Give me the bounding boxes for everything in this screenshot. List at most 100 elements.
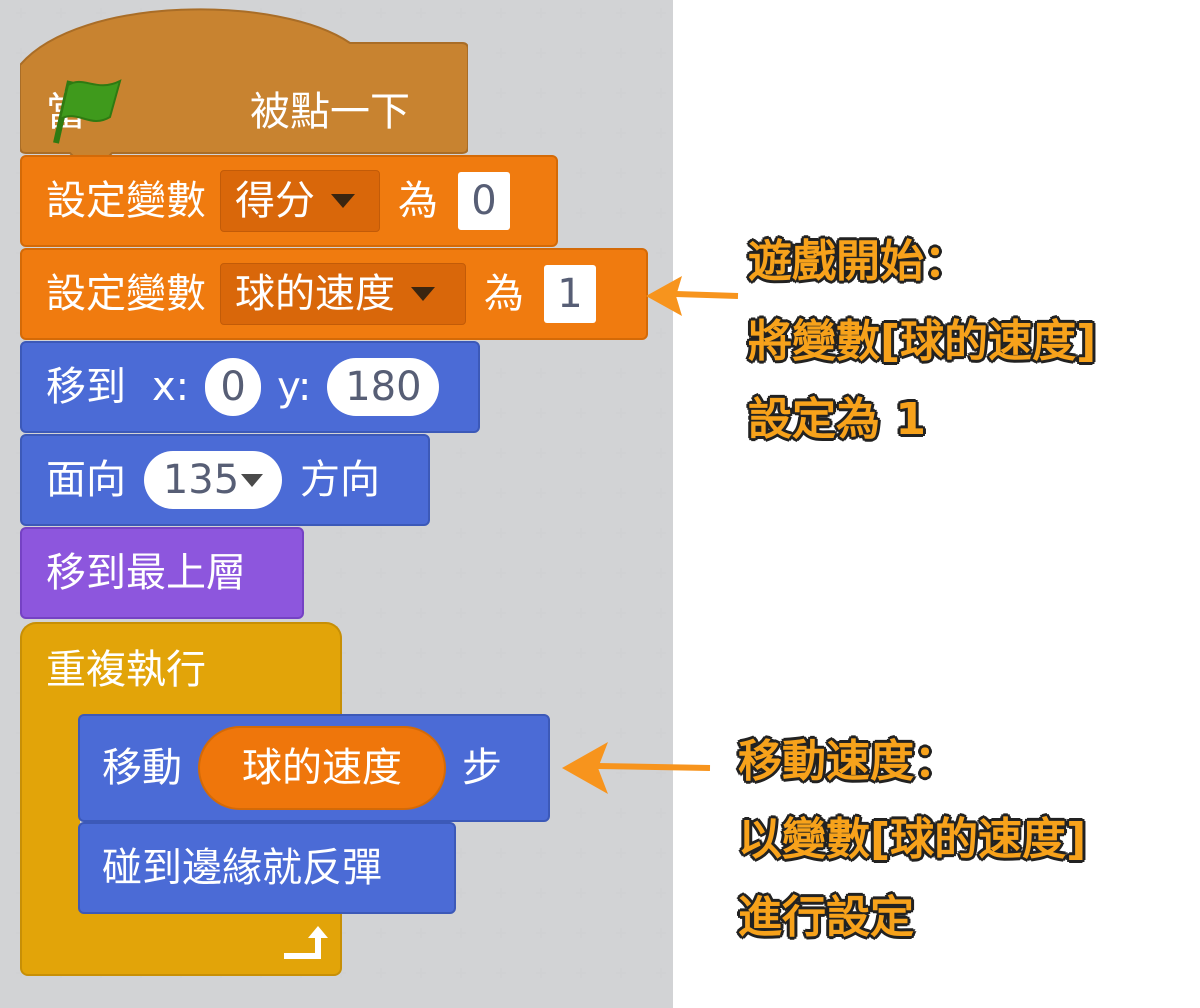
bounce-on-edge-block[interactable]: 碰到邊緣就反彈 [78, 822, 456, 914]
value-text: 1 [557, 271, 583, 317]
annotation-speed-line1: 移動速度： [738, 736, 958, 787]
x-input[interactable]: 0 [205, 358, 262, 416]
grid-plus [576, 808, 586, 818]
value-input[interactable]: 1 [544, 265, 596, 323]
grid-plus [576, 368, 586, 378]
grid-plus [376, 968, 386, 978]
grid-plus [656, 648, 666, 658]
annotation-start-line1: 遊戲開始： [748, 236, 968, 287]
green-flag-icon [53, 77, 222, 147]
grid-plus [616, 648, 626, 658]
grid-plus [616, 88, 626, 98]
grid-plus [536, 928, 546, 938]
grid-plus [656, 488, 666, 498]
point-in-direction-block[interactable]: 面向 135 方向 [20, 434, 430, 526]
grid-plus [496, 448, 506, 458]
grid-plus [656, 168, 666, 178]
grid-plus [656, 408, 666, 418]
grid-plus [496, 608, 506, 618]
grid-plus [616, 368, 626, 378]
grid-plus [656, 48, 666, 58]
forever-arm [20, 714, 80, 912]
y-input[interactable]: 180 [327, 358, 440, 416]
grid-plus [416, 968, 426, 978]
grid-plus [616, 808, 626, 818]
speed-variable-reporter[interactable]: 球的速度 [198, 726, 446, 810]
grid-plus [576, 688, 586, 698]
variable-dropdown-speed[interactable]: 球的速度 [220, 263, 466, 325]
grid-plus [336, 8, 346, 18]
forever-block[interactable]: 重複執行 [20, 622, 342, 716]
grid-plus [656, 368, 666, 378]
go-to-front-block[interactable]: 移到最上層 [20, 527, 304, 619]
grid-plus [656, 568, 666, 578]
grid-plus [656, 88, 666, 98]
grid-plus [616, 488, 626, 498]
grid-plus [376, 648, 386, 658]
annotation-start-line3: 設定為 1 [748, 394, 926, 445]
grid-plus [416, 608, 426, 618]
grid-plus [656, 768, 666, 778]
grid-plus [336, 568, 346, 578]
grid-plus [576, 728, 586, 738]
grid-plus [616, 688, 626, 698]
grid-plus [536, 88, 546, 98]
grid-plus [656, 528, 666, 538]
grid-plus [616, 568, 626, 578]
repeat-arrow-icon [284, 926, 328, 959]
variable-name: 球的速度 [235, 271, 395, 317]
grid-plus [56, 8, 66, 18]
grid-plus [16, 48, 26, 58]
grid-plus [456, 608, 466, 618]
grid-plus [376, 928, 386, 938]
grid-plus [616, 768, 626, 778]
grid-plus [416, 528, 426, 538]
grid-plus [656, 728, 666, 738]
set-variable-score-block[interactable]: 設定變數 得分 為 0 [20, 155, 558, 247]
bounce-label: 碰到邊緣就反彈 [102, 845, 382, 891]
grid-plus [616, 128, 626, 138]
dropdown-arrow-icon [331, 194, 355, 208]
go-to-xy-block[interactable]: 移到 x: 0 y: 180 [20, 341, 480, 433]
grid-plus [456, 448, 466, 458]
set-variable-speed-block[interactable]: 設定變數 球的速度 為 1 [20, 248, 648, 340]
grid-plus [656, 8, 666, 18]
grid-plus [416, 928, 426, 938]
grid-plus [16, 8, 26, 18]
grid-plus [456, 648, 466, 658]
grid-plus [576, 88, 586, 98]
grid-plus [616, 208, 626, 218]
grid-plus [576, 968, 586, 978]
grid-plus [576, 648, 586, 658]
move-steps-block[interactable]: 移動 球的速度 步 [78, 714, 550, 822]
grid-plus [496, 128, 506, 138]
grid-plus [456, 688, 466, 698]
grid-plus [496, 568, 506, 578]
grid-plus [656, 688, 666, 698]
grid-plus [96, 8, 106, 18]
variable-dropdown-score[interactable]: 得分 [220, 170, 380, 232]
value-input[interactable]: 0 [458, 172, 510, 230]
forever-foot [20, 910, 342, 976]
grid-plus [496, 928, 506, 938]
grid-plus [536, 368, 546, 378]
annotation-arrow-2 [562, 742, 711, 794]
go-to-front-label: 移到最上層 [46, 550, 246, 596]
grid-plus [576, 888, 586, 898]
steps-suffix: 步 [462, 745, 502, 791]
grid-plus [456, 488, 466, 498]
grid-plus [536, 448, 546, 458]
grid-plus [496, 648, 506, 658]
grid-plus [616, 608, 626, 618]
direction-dropdown[interactable]: 135 [144, 451, 282, 509]
grid-plus [496, 48, 506, 58]
grid-plus [496, 888, 506, 898]
grid-plus [496, 408, 506, 418]
grid-plus [336, 528, 346, 538]
grid-plus [576, 48, 586, 58]
grid-plus [416, 568, 426, 578]
y-label: y: [277, 364, 312, 410]
grid-plus [336, 968, 346, 978]
when-flag-clicked-block[interactable]: 當 被點一下 [20, 5, 468, 160]
grid-plus [616, 448, 626, 458]
